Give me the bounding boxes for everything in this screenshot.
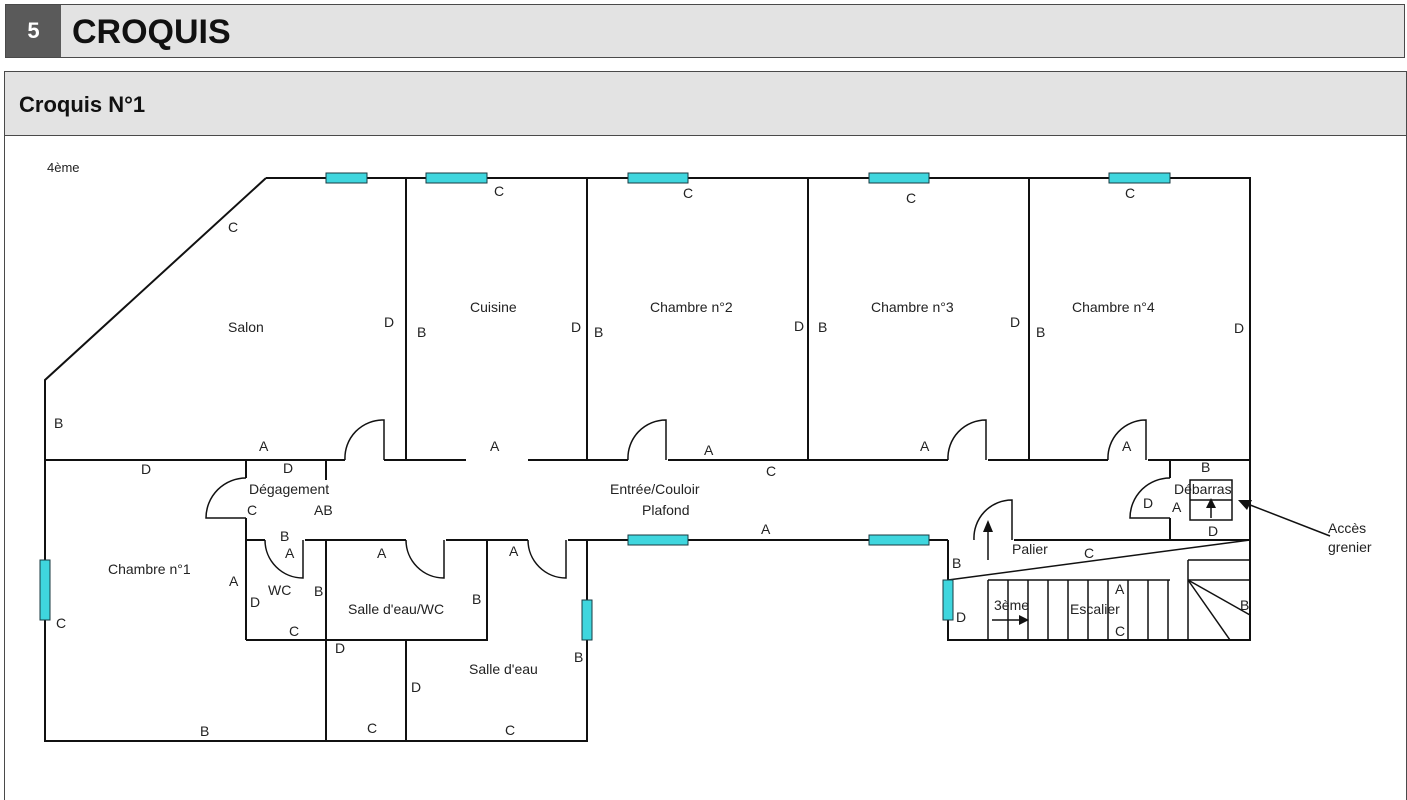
- wall-letter: B: [952, 555, 961, 571]
- wall-letter: D: [794, 318, 804, 334]
- wall-letter: A: [377, 545, 387, 561]
- wall-letter: C: [247, 502, 257, 518]
- floor-label: 4ème: [47, 160, 80, 175]
- window: [1108, 172, 1171, 184]
- wall-letter: D: [571, 319, 581, 335]
- sketch-title: Croquis N°1: [19, 92, 146, 117]
- wall-letter: B: [314, 583, 323, 599]
- wall-letter: D: [250, 594, 260, 610]
- windows: [39, 172, 1171, 641]
- wall-letter: D: [1208, 523, 1218, 539]
- room-palier: Palier: [1012, 541, 1048, 557]
- room-wc: WC: [268, 582, 291, 598]
- wall-letter: B: [1201, 459, 1210, 475]
- room-salle-eau: Salle d'eau: [469, 661, 538, 677]
- wall-letter: A: [509, 543, 519, 559]
- room-chambre4: Chambre n°4: [1072, 299, 1155, 315]
- room-salle-eau-wc: Salle d'eau/WC: [348, 601, 444, 617]
- door-swings: [205, 419, 1171, 579]
- room-salon: Salon: [228, 319, 264, 335]
- wall-letter: D: [1143, 495, 1153, 511]
- wall-letter: C: [1125, 185, 1135, 201]
- wall-letter: B: [280, 528, 289, 544]
- wall-letter: D: [141, 461, 151, 477]
- wall-letter: A: [229, 573, 239, 589]
- wall-letter: A: [1172, 499, 1182, 515]
- wall-letter: B: [574, 649, 583, 665]
- wall-letter: D: [384, 314, 394, 330]
- wall-letter: D: [956, 609, 966, 625]
- wall-letter: C: [906, 190, 916, 206]
- window: [627, 172, 689, 184]
- wall-letter: C: [367, 720, 377, 736]
- palier-arrow: [983, 520, 993, 560]
- room-entree: Entrée/Couloir: [610, 481, 700, 497]
- wall-letter: C: [228, 219, 238, 235]
- room-escalier: Escalier: [1070, 601, 1120, 617]
- wall-letter: C: [766, 463, 776, 479]
- label-acces: Accès: [1328, 520, 1366, 536]
- wall-letter: D: [283, 460, 293, 476]
- section-header: 5 CROQUIS: [5, 4, 1405, 58]
- wall-letter: C: [683, 185, 693, 201]
- staircase: [947, 539, 1251, 641]
- room-cuisine: Cuisine: [470, 299, 517, 315]
- wall-letter: C: [289, 623, 299, 639]
- wall-letter: C: [505, 722, 515, 738]
- window: [325, 172, 368, 184]
- wall-letter: B: [472, 591, 481, 607]
- window: [868, 172, 930, 184]
- room-plafond: Plafond: [642, 502, 689, 518]
- room-chambre2: Chambre n°2: [650, 299, 733, 315]
- wall-letter: D: [1010, 314, 1020, 330]
- window: [425, 172, 488, 184]
- window: [627, 534, 689, 546]
- wall-letters: A A A A A A A A A A A A B B B B B B B B …: [54, 183, 1249, 739]
- interior-walls: [45, 178, 1250, 741]
- room-chambre1: Chambre n°1: [108, 561, 191, 577]
- wall-letter: A: [920, 438, 930, 454]
- wall-letter: A: [1115, 581, 1125, 597]
- room-chambre3: Chambre n°3: [871, 299, 954, 315]
- wall-letter: C: [1115, 623, 1125, 639]
- wall-letter: B: [54, 415, 63, 431]
- room-degagement: Dégagement: [249, 481, 329, 497]
- section-number: 5: [6, 5, 61, 57]
- wall-letter: D: [335, 640, 345, 656]
- room-labels: Salon Cuisine Chambre n°2 Chambre n°3 Ch…: [108, 299, 1372, 677]
- wall-letter: B: [417, 324, 426, 340]
- room-debarras: Débarras: [1174, 481, 1232, 497]
- window: [581, 599, 593, 641]
- wall-letter: B: [594, 324, 603, 340]
- wall-letter: A: [490, 438, 500, 454]
- wall-letter: A: [761, 521, 771, 537]
- wall-letter: C: [1084, 545, 1094, 561]
- wall-letter: A: [1122, 438, 1132, 454]
- wall-letter: A: [259, 438, 269, 454]
- wall-letter: A: [285, 545, 295, 561]
- wall-letter: B: [1240, 597, 1249, 613]
- wall-letter: C: [56, 615, 66, 631]
- wall-letter: C: [494, 183, 504, 199]
- wall-letter: AB: [314, 502, 333, 518]
- sketch-header: Croquis N°1: [4, 71, 1407, 136]
- wall-letter: D: [1234, 320, 1244, 336]
- wall-letter: B: [200, 723, 209, 739]
- window: [39, 559, 51, 621]
- wall-letter: B: [1036, 324, 1045, 340]
- room-3eme: 3ème: [994, 597, 1029, 613]
- window: [868, 534, 930, 546]
- attic-hatch: [1189, 479, 1331, 537]
- label-grenier: grenier: [1328, 539, 1372, 555]
- section-title: CROQUIS: [72, 13, 231, 51]
- window: [942, 579, 954, 621]
- wall-letter: A: [704, 442, 714, 458]
- wall-letter: D: [411, 679, 421, 695]
- wall-letter: B: [818, 319, 827, 335]
